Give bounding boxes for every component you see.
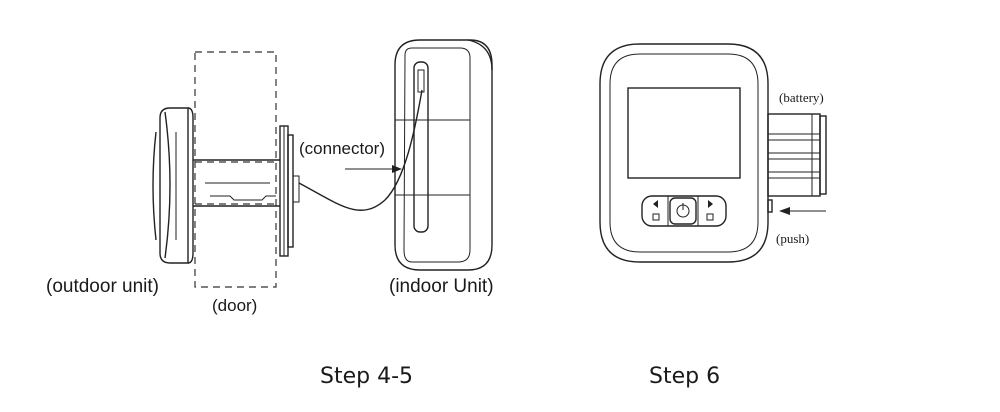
- push-arrow: [779, 207, 826, 215]
- step-6-caption: Step 6: [649, 364, 720, 389]
- step-6-illustration: (battery) (push): [599, 43, 827, 263]
- power-button: [669, 197, 697, 225]
- step-4-5-caption: Step 4-5: [320, 364, 413, 389]
- indoor-unit: [394, 39, 493, 271]
- battery-pack: [767, 113, 827, 197]
- label-battery: (battery): [779, 90, 824, 105]
- label-outdoor-unit: (outdoor unit): [46, 276, 159, 297]
- mounting-plate: [279, 125, 300, 257]
- right-arrow-icon: [708, 200, 713, 208]
- outdoor-unit: [152, 107, 280, 264]
- right-small-icon: [706, 213, 714, 221]
- label-push: (push): [776, 231, 809, 246]
- indoor-monitor: [599, 43, 773, 263]
- connector-arrow: [345, 165, 402, 173]
- side-push-button: [767, 199, 773, 213]
- button-panel: [641, 195, 727, 227]
- label-door: (door): [212, 296, 257, 315]
- left-arrow-icon: [653, 200, 658, 208]
- step-4-5-illustration: (outdoor unit) (door) (connector) (indoo…: [46, 39, 494, 315]
- left-small-icon: [652, 213, 660, 221]
- monitor-screen: [627, 87, 741, 179]
- label-indoor-unit: (indoor Unit): [389, 276, 494, 297]
- door-outline: [194, 51, 277, 288]
- label-connector: (connector): [299, 139, 385, 158]
